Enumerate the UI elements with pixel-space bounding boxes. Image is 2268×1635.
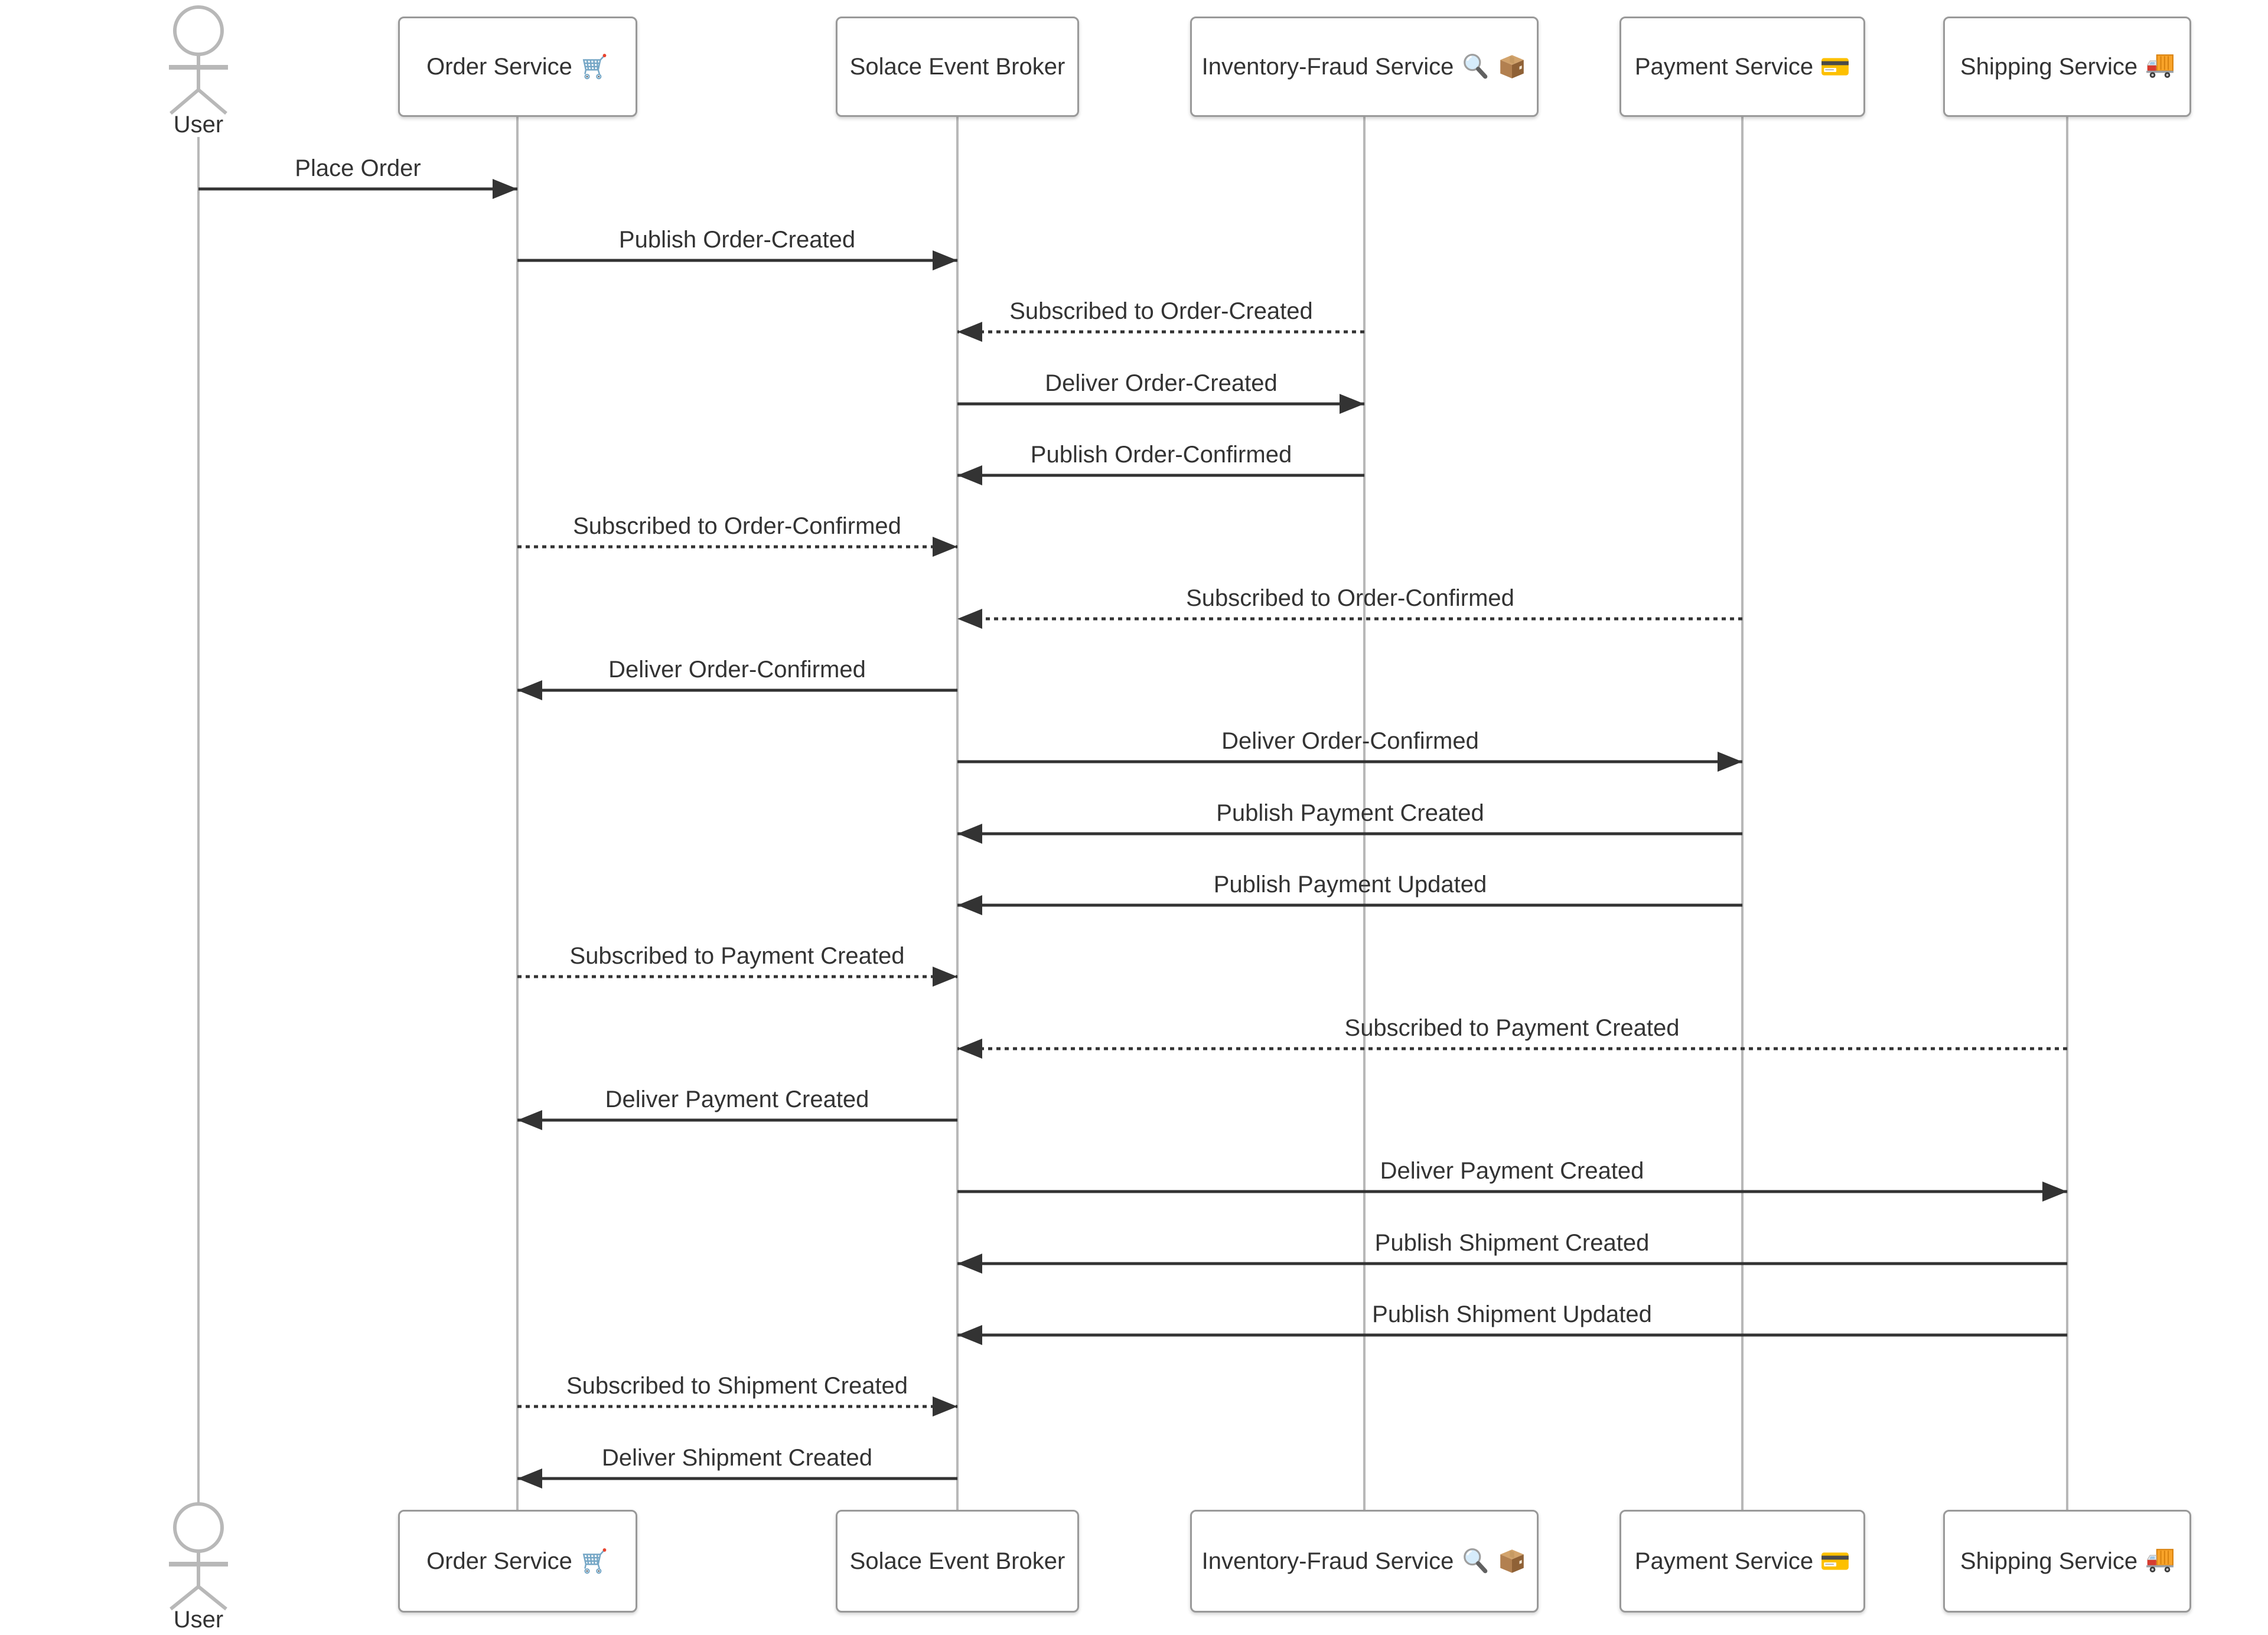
participant-box-inventory-fraud-service-bottom: Inventory-Fraud Service	[1190, 1510, 1539, 1613]
participant-label: Solace Event Broker	[849, 1548, 1065, 1574]
message-label-subscribed-payment-created-order: Subscribed to Payment Created	[569, 943, 905, 969]
message-label-deliver-order-confirmed-order: Deliver Order-Confirmed	[608, 657, 866, 683]
participant-box-payment-service-top: Payment Service	[1619, 17, 1865, 117]
message-label-subscribed-order-confirmed-order: Subscribed to Order-Confirmed	[573, 513, 901, 539]
message-label-subscribed-shipment-created: Subscribed to Shipment Created	[566, 1373, 908, 1399]
message-label-subscribed-order-confirmed-payment: Subscribed to Order-Confirmed	[1186, 585, 1514, 611]
participant-label: Solace Event Broker	[849, 53, 1065, 80]
message-label-deliver-shipment-created: Deliver Shipment Created	[602, 1445, 872, 1471]
message-label-deliver-payment-created-order: Deliver Payment Created	[605, 1086, 869, 1112]
message-label-place-order: Place Order	[295, 155, 421, 181]
package-icon	[1497, 52, 1527, 81]
actor-label-user-bottom: User	[173, 1607, 224, 1633]
participant-label: Payment Service	[1634, 53, 1814, 80]
package-icon	[1497, 1546, 1527, 1576]
message-label-publish-order-confirmed: Publish Order-Confirmed	[1030, 442, 1292, 468]
credit-card-icon	[1820, 1546, 1850, 1576]
participant-box-solace-event-broker-top: Solace Event Broker	[836, 17, 1079, 117]
shopping-cart-icon	[579, 52, 609, 81]
participant-box-shipping-service-bottom: Shipping Service	[1943, 1510, 2191, 1613]
participant-label: Shipping Service	[1960, 1548, 2138, 1574]
magnifying-glass-icon	[1461, 1546, 1490, 1576]
message-label-deliver-order-confirmed-payment: Deliver Order-Confirmed	[1221, 728, 1479, 754]
message-label-subscribed-payment-created-shipping: Subscribed to Payment Created	[1344, 1015, 1680, 1041]
message-label-publish-shipment-updated: Publish Shipment Updated	[1372, 1301, 1652, 1327]
user-actor-figure-bottom	[169, 1502, 228, 1611]
message-label-subscribed-order-created: Subscribed to Order-Created	[1009, 298, 1313, 324]
message-label-publish-payment-updated: Publish Payment Updated	[1213, 872, 1487, 898]
participant-box-order-service-top: Order Service	[398, 17, 637, 117]
message-label-deliver-order-created: Deliver Order-Created	[1045, 370, 1278, 396]
message-label-publish-order-created: Publish Order-Created	[618, 227, 856, 253]
participant-box-solace-event-broker-bottom: Solace Event Broker	[836, 1510, 1079, 1613]
participant-label: Inventory-Fraud Service	[1201, 53, 1454, 80]
message-label-publish-payment-created: Publish Payment Created	[1216, 800, 1484, 826]
message-label-publish-shipment-created: Publish Shipment Created	[1374, 1230, 1650, 1256]
participant-label: Payment Service	[1634, 1548, 1814, 1574]
participant-box-payment-service-bottom: Payment Service	[1619, 1510, 1865, 1613]
participant-label: Inventory-Fraud Service	[1201, 1548, 1454, 1574]
actor-label-user-top: User	[173, 112, 224, 138]
credit-card-icon	[1820, 52, 1850, 81]
shopping-cart-icon	[579, 1546, 609, 1576]
participant-box-inventory-fraud-service-top: Inventory-Fraud Service	[1190, 17, 1539, 117]
participant-box-shipping-service-top: Shipping Service	[1943, 17, 2191, 117]
magnifying-glass-icon	[1461, 52, 1490, 81]
delivery-truck-icon	[2145, 1546, 2174, 1576]
message-label-deliver-payment-created-shipping: Deliver Payment Created	[1380, 1158, 1644, 1184]
participant-label: Order Service	[426, 1548, 572, 1574]
participant-box-order-service-bottom: Order Service	[398, 1510, 637, 1613]
user-actor-figure-top	[169, 5, 228, 115]
participant-label: Shipping Service	[1960, 53, 2138, 80]
delivery-truck-icon	[2145, 52, 2174, 81]
participant-label: Order Service	[426, 53, 572, 80]
